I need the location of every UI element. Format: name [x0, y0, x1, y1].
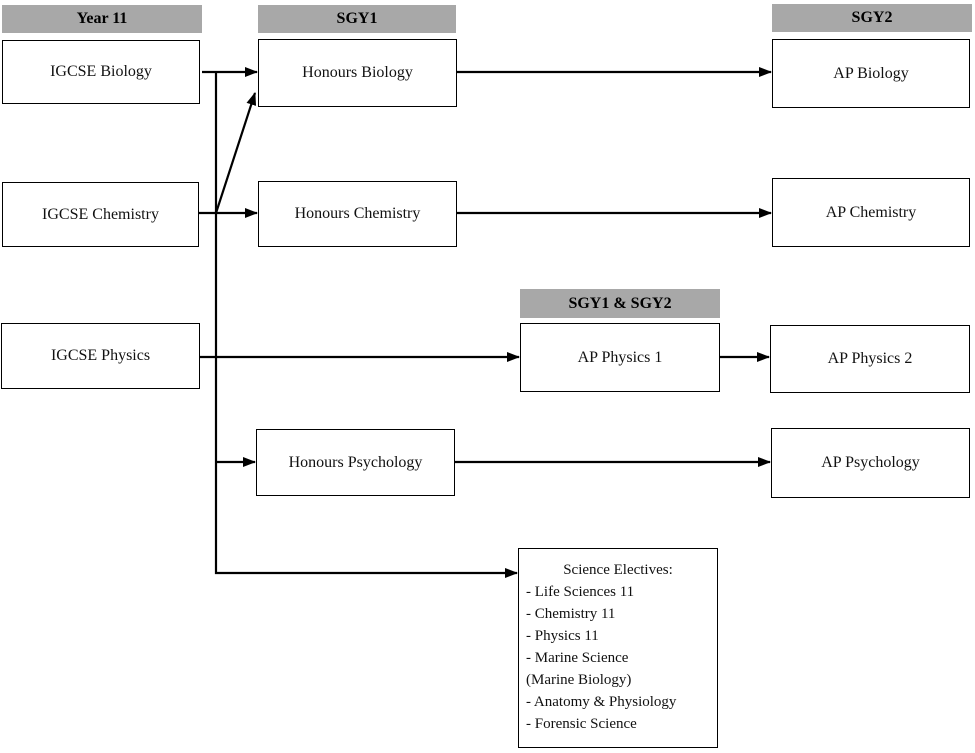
science-electives-title: Science Electives: — [563, 562, 673, 578]
arrow-igcse-chemistry-to-honours-biology — [214, 92, 257, 214]
course-box-ap-physics-2: AP Physics 2 — [770, 325, 970, 393]
column-header-sgy1-label: SGY1 — [336, 10, 378, 27]
elective-item: - Anatomy & Physiology — [526, 694, 677, 710]
column-header-sgy2: SGY2 — [772, 4, 972, 32]
arrow-shared-trunk-to-science-electives — [214, 72, 518, 578]
course-box-honours-chemistry: Honours Chemistry — [258, 181, 457, 247]
column-header-sgy1-and-sgy2: SGY1 & SGY2 — [520, 289, 720, 318]
elective-item: - Marine Science — [526, 650, 629, 666]
course-box-igcse-chemistry: IGCSE Chemistry — [2, 182, 199, 247]
course-box-ap-chemistry: AP Chemistry — [772, 178, 970, 247]
course-label: Honours Biology — [302, 64, 413, 81]
column-header-sgy1-and-sgy2-label: SGY1 & SGY2 — [568, 294, 672, 312]
course-label: AP Psychology — [821, 454, 920, 471]
course-box-ap-biology: AP Biology — [772, 39, 970, 108]
course-box-ap-physics-1: AP Physics 1 — [520, 323, 720, 392]
elective-item: - Chemistry 11 — [526, 606, 616, 622]
column-header-year-11-label: Year 11 — [76, 10, 128, 27]
course-label: AP Physics 2 — [827, 350, 913, 367]
elective-item: - Forensic Science — [526, 716, 637, 732]
course-box-honours-psychology: Honours Psychology — [256, 429, 455, 496]
course-label: AP Chemistry — [825, 203, 917, 221]
column-header-sgy2-label: SGY2 — [851, 9, 893, 26]
course-box-ap-psychology: AP Psychology — [771, 428, 970, 498]
science-electives-box: Science Electives: - Life Sciences 11 - … — [518, 548, 718, 748]
elective-item: - Physics 11 — [526, 628, 599, 644]
course-label: Honours Chemistry — [294, 205, 421, 222]
course-label: AP Biology — [833, 64, 909, 82]
column-header-sgy1: SGY1 — [258, 5, 456, 33]
elective-item: (Marine Biology) — [526, 672, 632, 688]
course-box-igcse-physics: IGCSE Physics — [1, 323, 200, 389]
column-header-year-11: Year 11 — [2, 5, 202, 33]
course-box-igcse-biology: IGCSE Biology — [2, 40, 200, 104]
course-label: Honours Psychology — [288, 453, 423, 471]
course-label: IGCSE Biology — [50, 63, 152, 80]
elective-item: - Life Sciences 11 — [526, 584, 635, 600]
course-label: IGCSE Physics — [50, 347, 151, 364]
course-label: AP Physics 1 — [577, 348, 663, 366]
course-label: IGCSE Chemistry — [42, 205, 159, 223]
course-box-honours-biology: Honours Biology — [258, 39, 457, 107]
